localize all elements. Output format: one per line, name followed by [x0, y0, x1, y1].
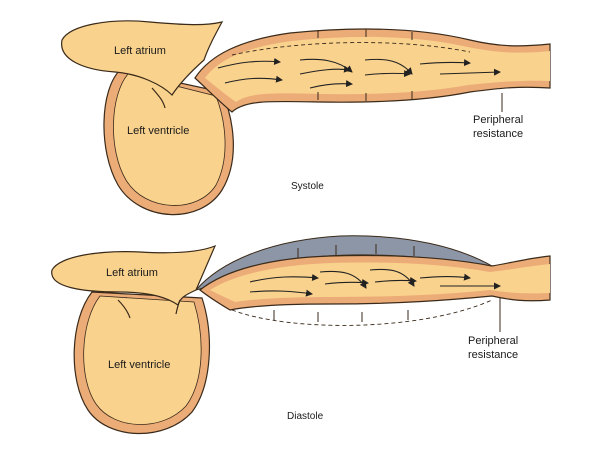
systole-flow-arrows	[217, 57, 501, 89]
systole-aorta-lumen	[205, 36, 550, 102]
diastole-left-ventricle-label: Left ventricle	[108, 359, 170, 371]
systole-left-atrium-label: Left atrium	[114, 45, 166, 57]
systole-left-ventricle-label: Left ventricle	[127, 125, 189, 137]
systole-resistance-label-line2: resistance	[473, 128, 523, 140]
diastole-flow-arrows	[249, 268, 501, 297]
diastole-dashed-line	[231, 299, 493, 326]
diastole-panel: Left atrium Left ventricle Peripheral re…	[51, 235, 551, 435]
diastole-valve-right	[175, 299, 181, 315]
systole-valve	[151, 87, 166, 109]
diastole-aorta	[194, 235, 551, 332]
diastole-resistance-label-line2: resistance	[468, 349, 518, 361]
diastole-valve-left	[117, 299, 131, 319]
systole-heart	[61, 20, 234, 216]
diastole-caption: Diastole	[287, 411, 324, 422]
systole-panel: Left atrium Left ventricle Peripheral re…	[61, 20, 551, 216]
systole-caption: Systole	[291, 181, 324, 192]
diastole-left-atrium-label: Left atrium	[106, 267, 158, 279]
diastole-heart	[51, 244, 217, 435]
diastole-resistance-label-line1: Peripheral	[468, 335, 518, 347]
systole-dashed-line	[231, 42, 471, 56]
systole-wall-ticks	[317, 29, 413, 101]
systole-resistance-label-line1: Peripheral	[473, 114, 523, 126]
systole-aorta	[194, 28, 551, 113]
systole-atrium	[61, 20, 224, 96]
systole-ventricle-chamber	[113, 73, 226, 206]
diastole-wall-ticks	[273, 244, 415, 322]
diastole-ventricle-chamber	[83, 295, 202, 425]
